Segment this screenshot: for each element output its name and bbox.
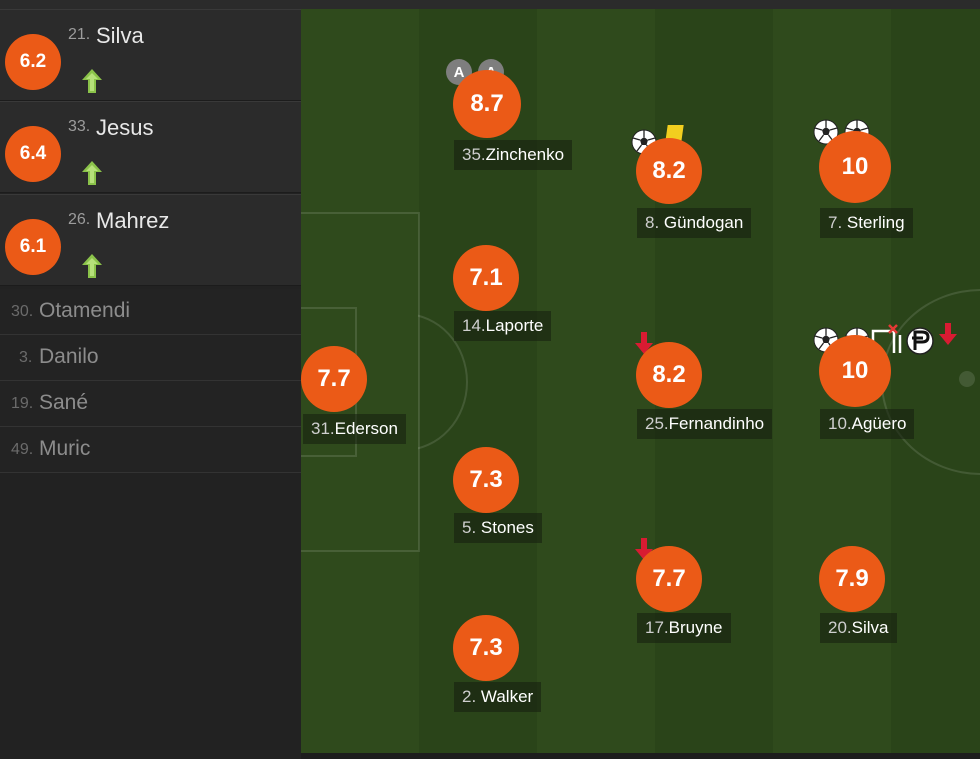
player-name: Fernandinho bbox=[668, 414, 765, 433]
player-rating: 7.3 bbox=[453, 615, 519, 681]
pitch-bottom-bar bbox=[301, 753, 980, 759]
sub-on-arrow-icon bbox=[82, 161, 102, 185]
player-label: 5. Stones bbox=[454, 513, 542, 543]
shirt-number: 25. bbox=[645, 414, 669, 433]
shirt-number: 20. bbox=[828, 618, 852, 637]
missed-penalty-icon bbox=[871, 324, 902, 353]
player-name: Gündogan bbox=[663, 213, 744, 232]
unused-sub-row[interactable]: 30. Otamendi bbox=[0, 289, 301, 335]
player-rating: 6.4 bbox=[5, 126, 61, 182]
player-rating: 6.1 bbox=[5, 219, 61, 275]
player-label: 35.Zinchenko bbox=[454, 140, 573, 170]
player-label: 20.Silva bbox=[820, 613, 897, 643]
unused-sub-row[interactable]: 49. Muric bbox=[0, 427, 301, 473]
player-label: 7. Sterling bbox=[820, 208, 913, 238]
player-rating: 7.7 bbox=[301, 346, 367, 412]
player-name: Silva bbox=[96, 23, 144, 48]
shirt-number: 33. bbox=[68, 118, 91, 135]
player-rating: 8.2 bbox=[636, 342, 702, 408]
sub-row-jesus[interactable]: 6.4 33. Jesus bbox=[0, 101, 301, 193]
player-label: 31.Ederson bbox=[303, 414, 406, 444]
player-name: Bruyne bbox=[668, 618, 723, 637]
player-label: 14.Laporte bbox=[454, 311, 552, 341]
player-name: Ederson bbox=[334, 419, 398, 438]
shirt-number: 49. bbox=[11, 441, 34, 458]
player-label: 10.Agüero bbox=[820, 409, 915, 439]
sub-on-arrow-icon bbox=[82, 254, 102, 278]
sub-off-arrow-icon bbox=[939, 323, 957, 345]
player-label: 8. Gündogan bbox=[637, 208, 752, 238]
shirt-number: 30. bbox=[11, 303, 34, 320]
shirt-number: 10. bbox=[828, 414, 852, 433]
shirt-number: 8. bbox=[645, 213, 660, 232]
player-rating: 10 bbox=[819, 131, 891, 203]
player-name: Walker bbox=[480, 687, 534, 706]
player-name: Muric bbox=[39, 437, 91, 460]
shirt-number: 31. bbox=[311, 419, 335, 438]
unused-sub-row[interactable]: 19. Sané bbox=[0, 381, 301, 427]
player-name: Sané bbox=[39, 391, 89, 414]
shirt-number: 19. bbox=[11, 395, 34, 412]
player-rating: 7.3 bbox=[453, 447, 519, 513]
player-name: Sterling bbox=[846, 213, 905, 232]
player-rating: 7.9 bbox=[819, 546, 885, 612]
shirt-number: 2. bbox=[462, 687, 477, 706]
player-rating: 7.1 bbox=[453, 245, 519, 311]
sub-row-mahrez[interactable]: 6.1 26. Mahrez bbox=[0, 194, 301, 286]
player-name: Stones bbox=[480, 518, 534, 537]
player-rating: 7.7 bbox=[636, 546, 702, 612]
player-label: 17.Bruyne bbox=[637, 613, 731, 643]
player-name: Danilo bbox=[39, 345, 99, 368]
player-name: Agüero bbox=[851, 414, 907, 433]
player-label: 2. Walker bbox=[454, 682, 542, 712]
player-name: Silva bbox=[851, 618, 889, 637]
shirt-number: 5. bbox=[462, 518, 477, 537]
shirt-number: 21. bbox=[68, 26, 91, 43]
player-rating: 8.7 bbox=[453, 70, 521, 138]
shirt-number: 26. bbox=[68, 211, 91, 228]
player-rating: 10 bbox=[819, 335, 891, 407]
shirt-number: 17. bbox=[645, 618, 669, 637]
pitch: 7.7 31.Ederson A A 8.7 35.Zinchenko 7.1 … bbox=[301, 9, 980, 753]
player-name: Zinchenko bbox=[485, 145, 565, 164]
player-name: Otamendi bbox=[39, 299, 131, 322]
shirt-number: 7. bbox=[828, 213, 843, 232]
player-rating: 8.2 bbox=[636, 138, 702, 204]
penalty-goal-icon bbox=[906, 327, 934, 355]
sub-row-silva[interactable]: 6.2 21. Silva bbox=[0, 9, 301, 101]
player-rating: 6.2 bbox=[5, 34, 61, 90]
player-name: Laporte bbox=[485, 316, 544, 335]
shirt-number: 35. bbox=[462, 145, 486, 164]
shirt-number: 14. bbox=[462, 316, 486, 335]
center-spot bbox=[959, 371, 975, 387]
top-bar bbox=[0, 0, 980, 9]
shirt-number: 3. bbox=[19, 349, 33, 366]
bench-panel: 6.2 21. Silva 6.4 33. Jesus 6.1 26. Mahr… bbox=[0, 9, 301, 759]
unused-sub-row[interactable]: 3. Danilo bbox=[0, 335, 301, 381]
player-name: Jesus bbox=[96, 115, 154, 140]
player-name: Mahrez bbox=[96, 208, 170, 233]
player-label: 25.Fernandinho bbox=[637, 409, 773, 439]
sub-on-arrow-icon bbox=[82, 69, 102, 93]
